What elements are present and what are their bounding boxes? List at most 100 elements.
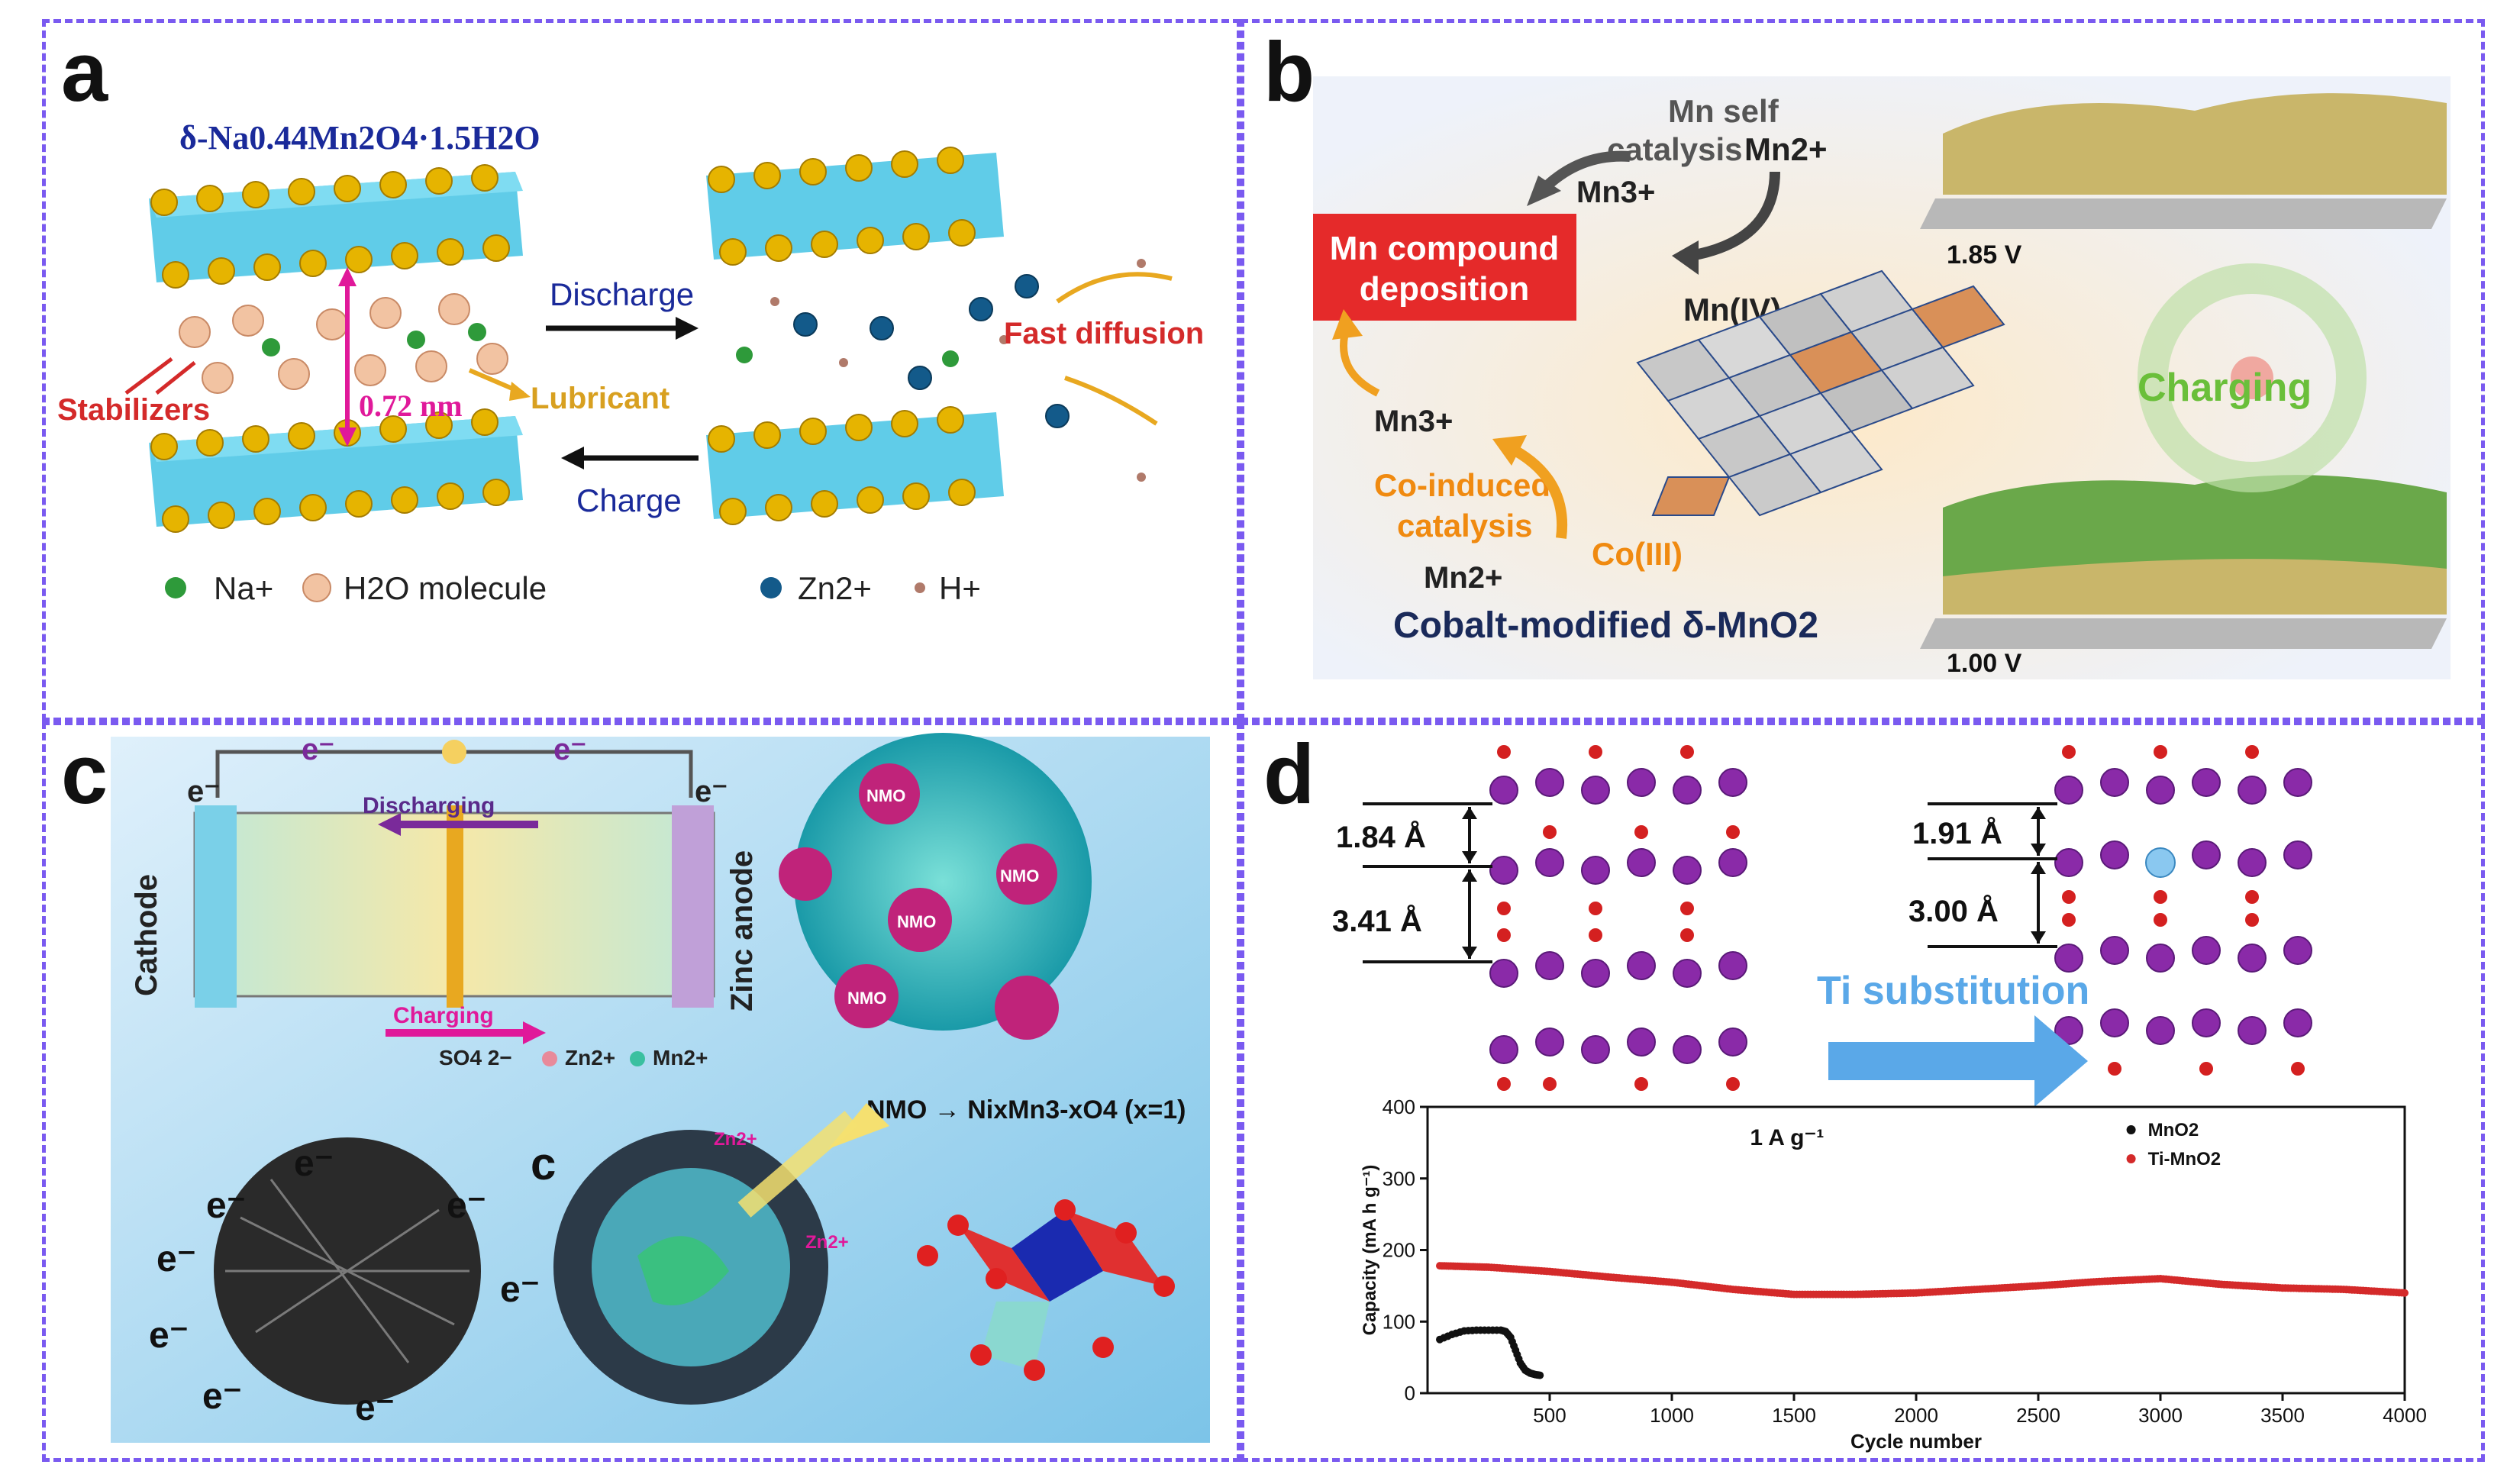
svg-text:NMO: NMO — [1000, 866, 1039, 886]
cobalt-caption: Cobalt-modified δ-MnO2 — [1393, 605, 1818, 646]
electron-labels: e⁻e⁻e⁻e⁻ e⁻e⁻e⁻e⁻ — [149, 1144, 540, 1428]
svg-text:NMO: NMO — [847, 989, 886, 1008]
zinc-anode-label: Zinc anode — [725, 850, 759, 1011]
panel-c-figure: e⁻ e⁻ e⁻ e⁻ Discharging Charging Cathode… — [111, 733, 1210, 1443]
svg-text:1.85 V: 1.85 V — [1947, 240, 2022, 269]
panel-c — [42, 721, 1241, 1462]
svg-text:1.91 Å: 1.91 Å — [1912, 816, 2002, 850]
data-point-mno2 — [1536, 1371, 1544, 1379]
svg-text:Zn2+: Zn2+ — [565, 1046, 615, 1069]
svg-text:e⁻: e⁻ — [294, 1144, 334, 1184]
svg-text:1.84 Å: 1.84 Å — [1336, 820, 1426, 854]
panel-a-figure: δ-Na0.44Mn2O4·1.5H2O 0.72 nm Stabilizers… — [57, 119, 1204, 606]
svg-text:e⁻: e⁻ — [695, 775, 728, 808]
svg-text:Na+: Na+ — [214, 570, 273, 606]
panel-c-legend: SO4 2− Zn2+ Mn2+ — [439, 1046, 708, 1069]
panel-a — [42, 19, 1241, 721]
svg-text:Mn2+: Mn2+ — [1424, 561, 1502, 595]
layer-bottom-left — [149, 408, 523, 533]
svg-text:3.41 Å: 3.41 Å — [1332, 904, 1422, 938]
svg-text:Mn compound: Mn compound — [1330, 230, 1560, 267]
svg-text:e⁻: e⁻ — [202, 1376, 242, 1417]
svg-text:NMO: NMO — [866, 786, 905, 805]
x-tick-label: 2500 — [2016, 1404, 2060, 1427]
svg-text:Mn2+: Mn2+ — [1744, 131, 1828, 167]
chart-frame — [1426, 1105, 2406, 1395]
x-tick-label: 3500 — [2260, 1404, 2305, 1427]
x-tick-label: 2000 — [1894, 1404, 1938, 1427]
svg-text:e⁻: e⁻ — [553, 733, 586, 766]
svg-text:catalysis: catalysis — [1607, 131, 1742, 167]
distance-markers-right — [1928, 802, 2057, 948]
deposit-images — [1920, 93, 2447, 649]
ti-substitution-arrow — [1828, 1015, 2088, 1107]
data-point-ti-mno2 — [2401, 1289, 2409, 1297]
svg-text:e⁻: e⁻ — [447, 1186, 486, 1226]
svg-text:e⁻: e⁻ — [156, 1239, 196, 1279]
panel-d-figure: 1.84 Å 3.41 Å 1.91 Å 3.00 Å Ti substitut… — [1332, 745, 2427, 1453]
panel-b-figure: Mn compound deposition Mn self catalysis… — [1313, 76, 2451, 679]
svg-text:e⁻: e⁻ — [302, 733, 334, 766]
panel-a-legend: Na+ H2O molecule Zn2+ H+ — [165, 570, 981, 606]
legend-marker — [2126, 1125, 2136, 1134]
legend-label: Ti-MnO2 — [2148, 1149, 2221, 1169]
svg-text:Mn3+: Mn3+ — [1576, 176, 1655, 209]
nmo-formula: NMO → NixMn3-xO4 (x=1) — [866, 1095, 1186, 1124]
svg-text:Co(III): Co(III) — [1592, 536, 1683, 572]
svg-text:SO4 2−: SO4 2− — [439, 1046, 512, 1069]
panel-label-d: d — [1263, 727, 1315, 821]
nmo-spheres — [779, 763, 1059, 1040]
spinel-crystal — [917, 1199, 1175, 1381]
svg-text:NMO: NMO — [897, 912, 936, 931]
panel-label-b: b — [1263, 25, 1315, 119]
x-tick-label: 3000 — [2138, 1404, 2183, 1427]
legend-marker — [2126, 1154, 2136, 1163]
svg-text:Discharging: Discharging — [363, 793, 495, 818]
svg-text:Charging: Charging — [393, 1003, 494, 1028]
formula-label: δ-Na0.44Mn2O4·1.5H2O — [179, 119, 540, 156]
panel-label-c: c — [61, 727, 108, 821]
interlayer-zn-right — [736, 259, 1146, 482]
mn-self-label: Mn self — [1668, 93, 1779, 129]
x-tick-label: 1500 — [1772, 1404, 1816, 1427]
ti-substitution-label: Ti substitution — [1817, 969, 2089, 1013]
y-tick-label: 200 — [1383, 1239, 1415, 1262]
svg-text:Mn3+: Mn3+ — [1374, 405, 1453, 438]
cathode-label: Cathode — [130, 874, 163, 996]
interlayer-species-left — [179, 293, 508, 394]
deposition-box — [1313, 214, 1576, 321]
chart-title: 1 A g⁻¹ — [1750, 1125, 1824, 1150]
layer-top-right — [706, 147, 1004, 266]
stabilizers-label: Stabilizers — [57, 393, 210, 427]
mno2-structure-left — [1489, 745, 1747, 1091]
y-tick-label: 0 — [1405, 1382, 1415, 1405]
mno2-lattice — [1636, 269, 2005, 517]
svg-text:1.00 V: 1.00 V — [1947, 649, 2022, 678]
svg-text:e⁻: e⁻ — [500, 1269, 540, 1310]
panel-d — [1241, 721, 2485, 1462]
panel-label-a: a — [61, 25, 108, 119]
svg-text:deposition: deposition — [1360, 270, 1529, 308]
svg-text:e⁻: e⁻ — [355, 1388, 395, 1428]
svg-text:H2O molecule: H2O molecule — [344, 570, 547, 606]
ti-mno2-structure-right — [2054, 745, 2312, 1076]
fast-diffusion-label: Fast diffusion — [1004, 317, 1204, 350]
y-tick-label: 100 — [1383, 1310, 1415, 1333]
spacing-label: 0.72 nm — [359, 389, 463, 423]
svg-text:Mn2+: Mn2+ — [653, 1046, 708, 1069]
svg-text:c: c — [531, 1138, 556, 1189]
svg-text:e⁻: e⁻ — [187, 775, 220, 808]
svg-text:Zn2+: Zn2+ — [714, 1129, 757, 1150]
lubricant-label: Lubricant — [531, 382, 670, 415]
charging-label: Charging — [2138, 366, 2312, 410]
svg-text:Zn2+: Zn2+ — [805, 1232, 849, 1253]
svg-text:Zn2+: Zn2+ — [798, 570, 872, 606]
panel-b — [1241, 19, 2485, 721]
ti-atom — [2145, 847, 2176, 878]
layer-top-left — [149, 164, 523, 289]
x-axis-label: Cycle number — [1850, 1430, 1982, 1453]
y-tick-label: 300 — [1383, 1167, 1415, 1190]
y-axis-label: Capacity (mA h g⁻¹) — [1360, 1165, 1380, 1336]
svg-text:3.00 Å: 3.00 Å — [1908, 894, 1999, 928]
